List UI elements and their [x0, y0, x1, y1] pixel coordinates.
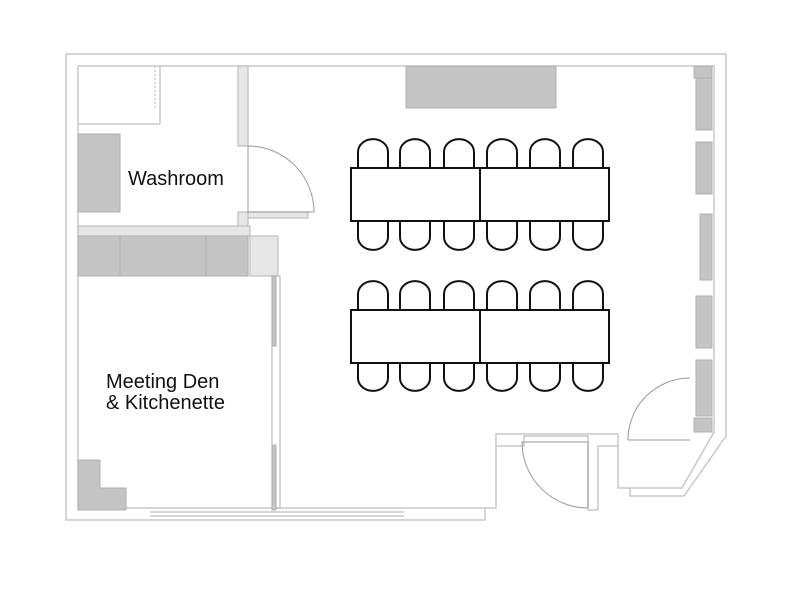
wall-panel — [693, 417, 713, 433]
chair — [357, 221, 389, 251]
fixtures — [77, 65, 713, 511]
chair — [572, 280, 604, 310]
chair — [572, 362, 604, 392]
chair — [486, 138, 518, 168]
wall-panel — [695, 359, 713, 417]
chair — [443, 221, 475, 251]
chair — [357, 138, 389, 168]
chair — [572, 138, 604, 168]
entry-door — [521, 441, 589, 509]
kitchen-cabinet — [205, 235, 249, 277]
chair — [486, 280, 518, 310]
wall-panel — [693, 65, 713, 79]
chair — [529, 280, 561, 310]
chair — [399, 280, 431, 310]
wall-counter — [405, 65, 557, 109]
corner-cabinet — [77, 459, 127, 511]
conference-table — [350, 167, 481, 222]
kitchenette-label: & Kitchenette — [106, 392, 225, 414]
chair — [486, 362, 518, 392]
washroom-door — [247, 145, 315, 213]
washroom-vanity — [77, 133, 121, 213]
furniture — [350, 138, 610, 392]
chair — [443, 280, 475, 310]
conference-table — [479, 309, 610, 364]
wall-panel — [699, 213, 713, 281]
wall-panel — [695, 141, 713, 195]
chair — [572, 221, 604, 251]
chair — [399, 221, 431, 251]
chair — [443, 138, 475, 168]
chair — [399, 362, 431, 392]
chair — [486, 221, 518, 251]
conference-table — [479, 167, 610, 222]
chair — [529, 221, 561, 251]
chair — [443, 362, 475, 392]
chair — [357, 362, 389, 392]
meeting-den-label: Meeting Den — [106, 371, 219, 393]
outer-walls — [65, 53, 727, 521]
chair — [529, 138, 561, 168]
side-door — [627, 377, 691, 441]
chair — [529, 362, 561, 392]
chair — [399, 138, 431, 168]
conference-table — [350, 309, 481, 364]
chair — [357, 280, 389, 310]
doors — [247, 145, 691, 509]
wall-panel — [695, 77, 713, 131]
washroom-label: Washroom — [128, 168, 224, 190]
kitchen-cabinet — [77, 235, 121, 277]
kitchen-cabinet — [119, 235, 207, 277]
wall-panel — [695, 295, 713, 349]
